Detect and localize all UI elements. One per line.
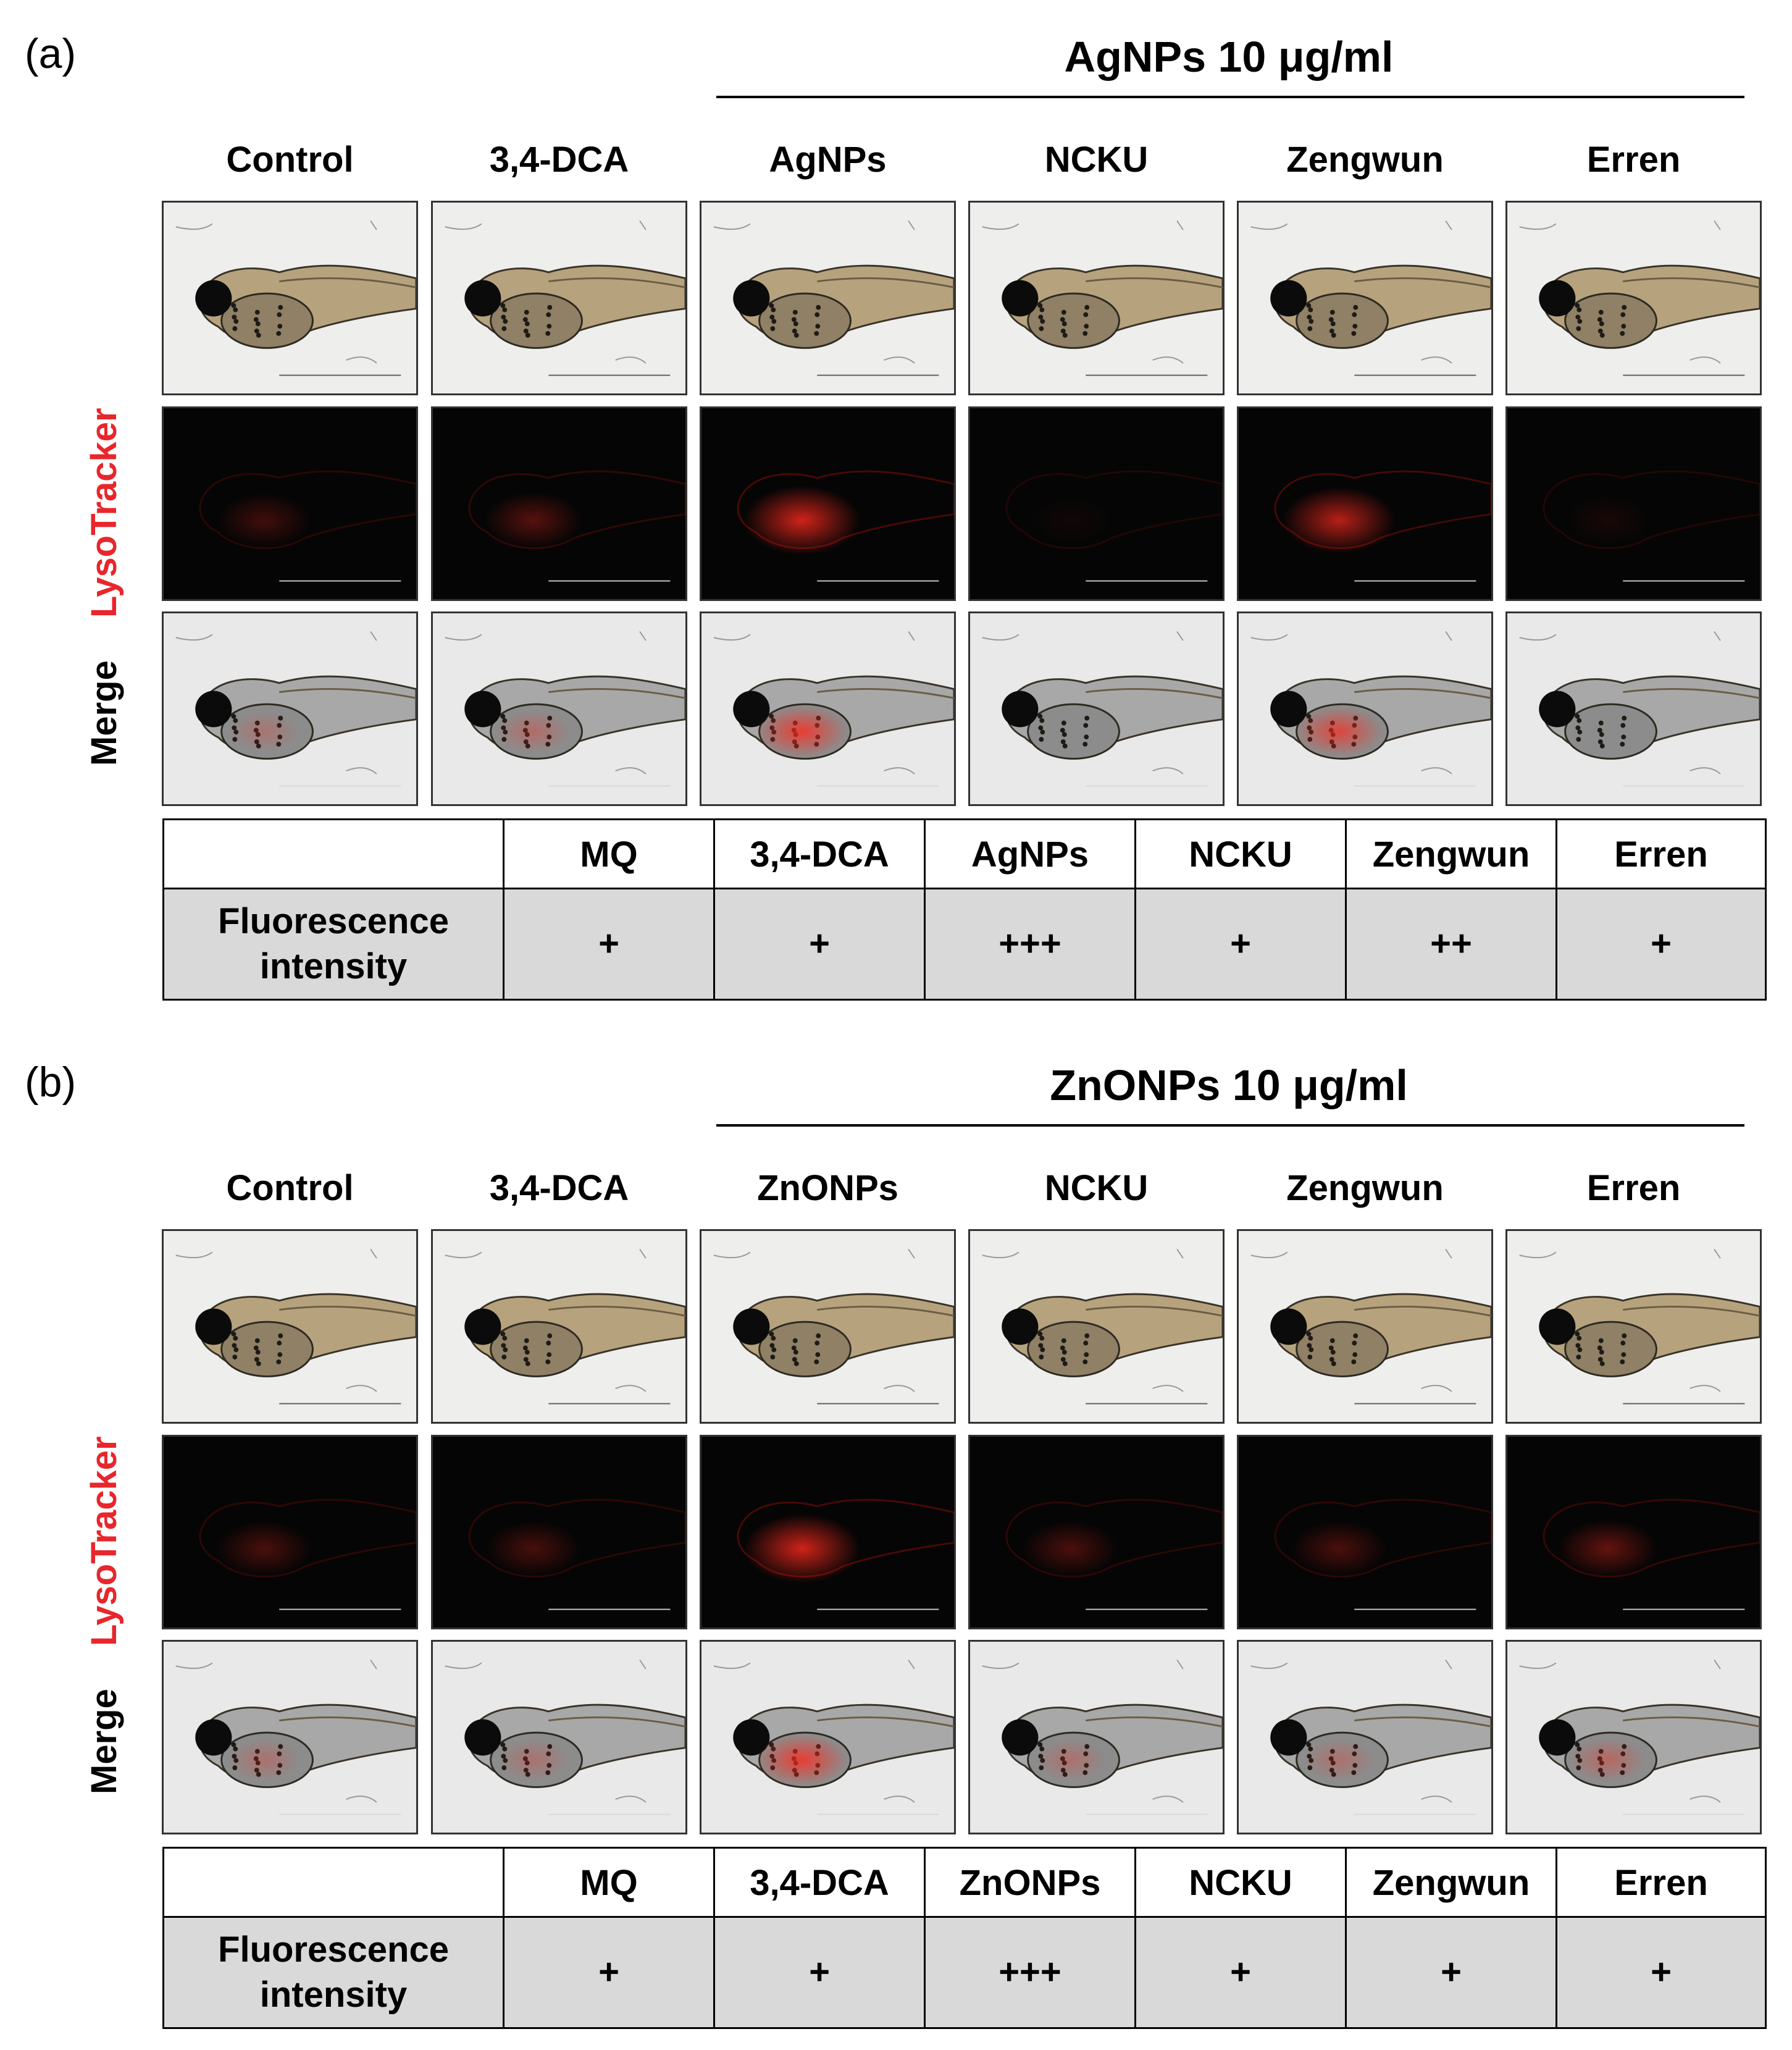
table-value-cell: + <box>809 1952 830 1993</box>
table-value-cell: + <box>1230 1952 1251 1993</box>
table-value-cell: +++ <box>999 923 1061 964</box>
merge-micrograph <box>162 611 418 806</box>
column-label-ncku: NCKU <box>1044 140 1149 180</box>
panel-letter: (b) <box>25 1059 77 1106</box>
lysotracker-micrograph <box>700 1435 956 1629</box>
merge-micrograph <box>1505 611 1762 806</box>
row-label-merge: Merge <box>84 660 124 766</box>
panel-letter: (a) <box>25 30 77 77</box>
table-value-cell: + <box>598 923 619 964</box>
table-header-cell: 3,4-DCA <box>750 834 889 875</box>
table-header-row <box>164 820 1765 889</box>
merge-micrograph <box>1505 1640 1762 1834</box>
column-label-control: Control <box>226 1168 354 1208</box>
table-header-cell: Zengwun <box>1372 834 1530 875</box>
table-header-row <box>164 1849 1765 1918</box>
brightfield-micrograph <box>1505 201 1762 395</box>
merge-micrograph <box>700 611 956 806</box>
column-label-dca: 3,4-DCA <box>489 1168 629 1208</box>
table-row-label: Fluorescence intensity <box>218 1930 449 2015</box>
merge-micrograph <box>431 1640 687 1834</box>
table-value-cell: + <box>1651 1952 1672 1993</box>
brightfield-micrograph <box>968 201 1225 395</box>
lysotracker-micrograph <box>968 406 1225 601</box>
table-row-label: Fluorescence intensity <box>218 901 449 986</box>
lysotracker-micrograph <box>1505 1435 1762 1629</box>
table-header-cell <box>164 820 503 889</box>
lysotracker-micrograph <box>968 1435 1225 1629</box>
row-label-merge: Merge <box>84 1689 124 1794</box>
fluorescence-table: MQ 3,4-DCA AgNPs NCKU Zengwun Erren Fluo… <box>162 818 1767 1001</box>
merge-micrograph <box>1237 1640 1493 1834</box>
table-value-cell: + <box>1651 923 1672 964</box>
fluorescence-table: MQ 3,4-DCA ZnONPs NCKU Zengwun Erren Flu… <box>162 1847 1767 2029</box>
column-label-zengwun: Zengwun <box>1286 1168 1444 1208</box>
table-header-cell: 3,4-DCA <box>750 1862 889 1903</box>
brightfield-micrograph <box>1237 201 1493 395</box>
brightfield-micrograph <box>700 201 956 395</box>
table-header-cell: AgNPs <box>971 834 1089 875</box>
lysotracker-micrograph <box>162 1435 418 1629</box>
concentration-label: ZnONPs 10 μg/ml <box>1050 1061 1408 1109</box>
lysotracker-micrograph <box>162 406 418 601</box>
table-header-cell: NCKU <box>1189 834 1292 875</box>
column-label-control: Control <box>226 140 354 180</box>
lysotracker-micrograph <box>1237 406 1493 601</box>
merge-micrograph <box>1237 611 1493 806</box>
concentration-bracket-line <box>716 96 1744 98</box>
merge-micrograph <box>700 1640 956 1834</box>
lysotracker-micrograph <box>431 406 687 601</box>
row-label-lysotracker: LysoTracker <box>84 1436 124 1646</box>
brightfield-micrograph <box>1505 1229 1762 1424</box>
table-header-cell: Zengwun <box>1372 1862 1530 1903</box>
table-header-cell: Erren <box>1614 834 1708 875</box>
merge-micrograph <box>431 611 687 806</box>
row-label-lysotracker: LysoTracker <box>84 408 124 618</box>
brightfield-micrograph <box>431 201 687 395</box>
column-label-dca: 3,4-DCA <box>489 140 629 180</box>
column-label-erren: Erren <box>1586 140 1681 180</box>
lysotracker-micrograph <box>1237 1435 1493 1629</box>
merge-micrograph <box>162 1640 418 1834</box>
lysotracker-micrograph <box>700 406 956 601</box>
table-value-cell: +++ <box>999 1952 1061 1993</box>
table-header-cell <box>164 1849 503 1918</box>
brightfield-micrograph <box>1237 1229 1493 1424</box>
merge-micrograph <box>968 1640 1225 1834</box>
merge-micrograph <box>968 611 1225 806</box>
brightfield-micrograph <box>162 201 418 395</box>
table-header-cell: MQ <box>580 834 638 875</box>
table-header-cell: ZnONPs <box>959 1862 1101 1903</box>
table-header-cell: NCKU <box>1189 1862 1292 1903</box>
column-label-ncku: NCKU <box>1044 1168 1149 1208</box>
table-header-cell: MQ <box>580 1862 638 1903</box>
table-value-cell: + <box>809 923 830 964</box>
table-body-row <box>164 1918 1765 2027</box>
lysotracker-micrograph <box>431 1435 687 1629</box>
concentration-bracket-line <box>716 1124 1744 1127</box>
column-label-zengwun: Zengwun <box>1286 140 1444 180</box>
column-label-nanoparticle: ZnONPs <box>757 1168 898 1208</box>
table-value-cell: + <box>1230 923 1251 964</box>
table-value-cell: ++ <box>1430 923 1472 964</box>
table-value-cell: + <box>1441 1952 1462 1993</box>
brightfield-micrograph <box>968 1229 1225 1424</box>
concentration-label: AgNPs 10 μg/ml <box>1064 33 1394 81</box>
column-label-nanoparticle: AgNPs <box>769 140 887 180</box>
brightfield-micrograph <box>700 1229 956 1424</box>
table-header-cell: Erren <box>1614 1862 1708 1903</box>
column-label-erren: Erren <box>1586 1168 1681 1208</box>
brightfield-micrograph <box>162 1229 418 1424</box>
lysotracker-micrograph <box>1505 406 1762 601</box>
table-value-cell: + <box>598 1952 619 1993</box>
brightfield-micrograph <box>431 1229 687 1424</box>
table-body-row <box>164 889 1765 999</box>
